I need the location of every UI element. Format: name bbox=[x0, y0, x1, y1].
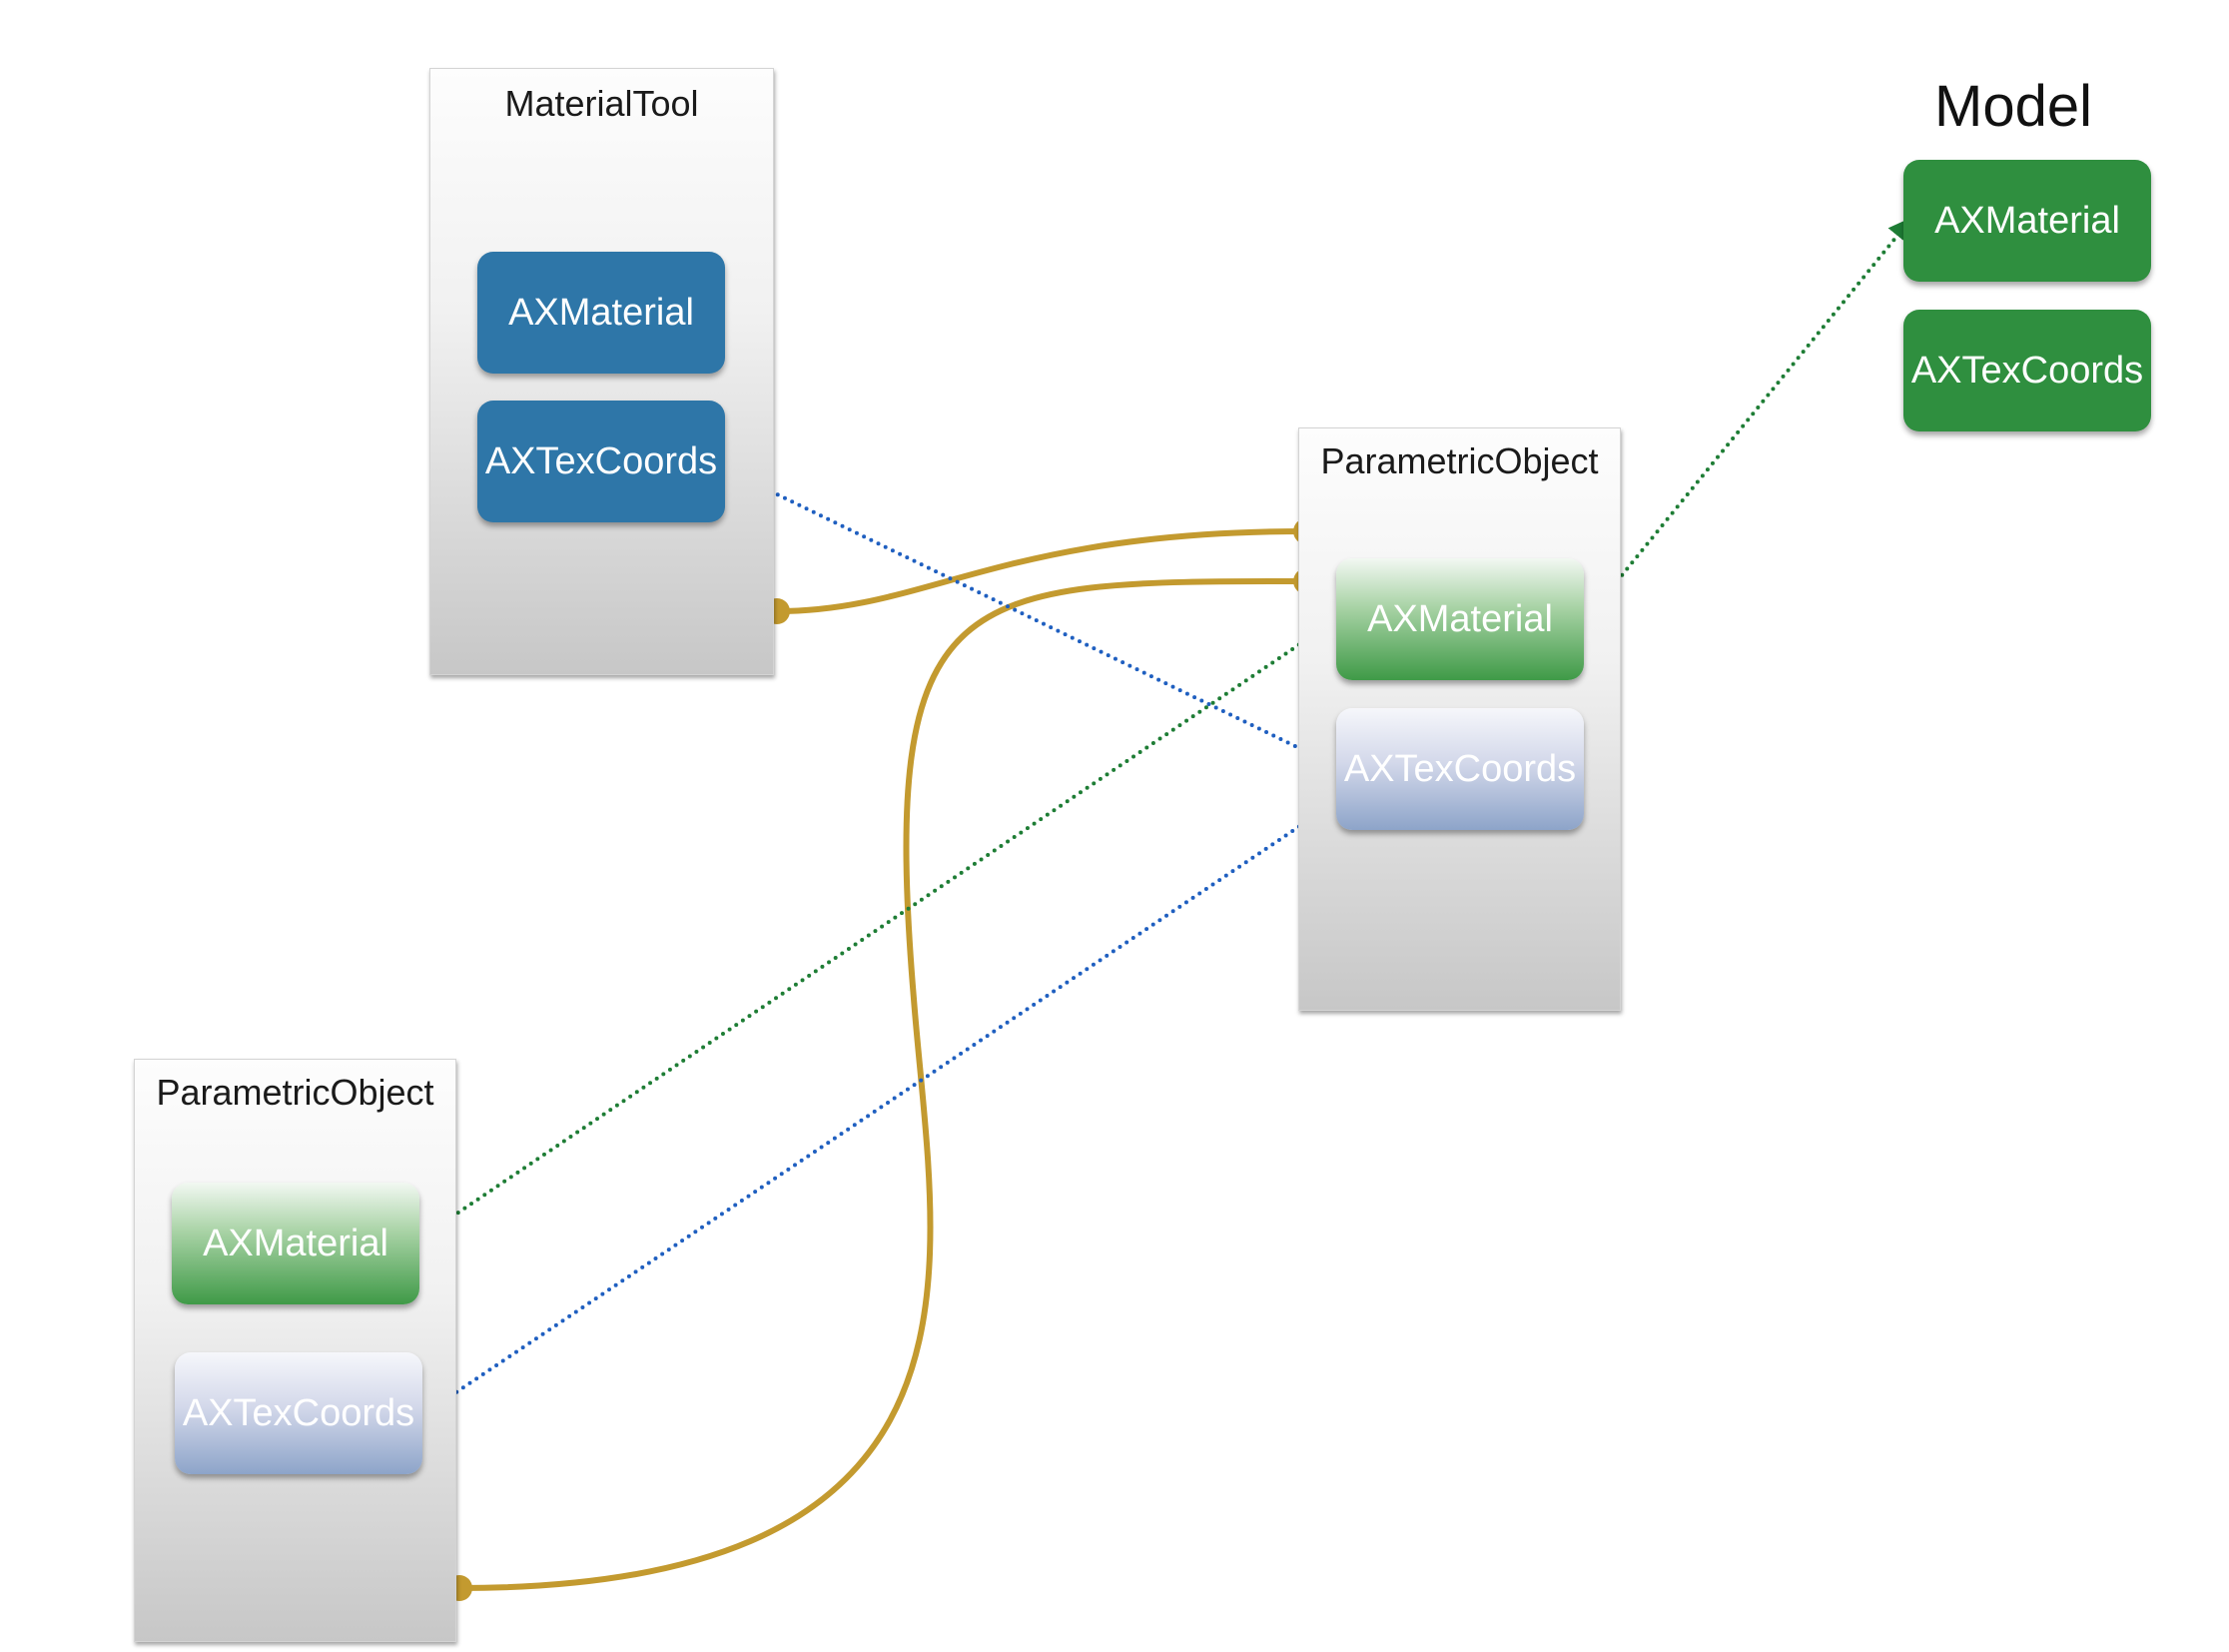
materialtool-panel[interactable]: MaterialTool AXMaterial AXTexCoords bbox=[429, 68, 774, 675]
model-axmaterial-chip[interactable]: AXMaterial bbox=[1903, 160, 2151, 282]
wire-parametric-lower-to-parametric-upper bbox=[456, 577, 1309, 1591]
parametric-lower-axmaterial-chip[interactable]: AXMaterial bbox=[172, 1183, 419, 1304]
parametric-lower-axtexcoords-chip[interactable]: AXTexCoords bbox=[175, 1352, 422, 1474]
parametric-upper-axtexcoords-chip[interactable]: AXTexCoords bbox=[1336, 708, 1584, 830]
model-title: Model bbox=[1934, 74, 2092, 139]
parametric-upper-axmaterial-chip[interactable]: AXMaterial bbox=[1336, 558, 1584, 680]
wire-materialtool-to-parametric-upper bbox=[774, 528, 1309, 614]
parametric-object-panel-upper[interactable]: ParametricObject AXMaterial AXTexCoords bbox=[1298, 427, 1621, 1011]
materialtool-title: MaterialTool bbox=[504, 83, 699, 124]
parametric-object-panel-lower[interactable]: ParametricObject AXMaterial AXTexCoords bbox=[134, 1059, 456, 1642]
parametric-object-upper-title: ParametricObject bbox=[1320, 440, 1599, 481]
link-upper-material-to-model-material bbox=[1590, 217, 1913, 614]
link-lower-material-to-upper-material bbox=[416, 611, 1348, 1241]
model-axtexcoords-chip[interactable]: AXTexCoords bbox=[1903, 310, 2151, 431]
materialtool-axmaterial-chip[interactable]: AXMaterial bbox=[477, 252, 725, 374]
parametric-object-lower-title: ParametricObject bbox=[156, 1072, 434, 1113]
link-tool-texcoords-to-upper-texcoords bbox=[727, 469, 1340, 769]
link-lower-texcoords-to-upper-texcoords bbox=[421, 796, 1344, 1416]
materialtool-axtexcoords-chip[interactable]: AXTexCoords bbox=[477, 401, 725, 522]
